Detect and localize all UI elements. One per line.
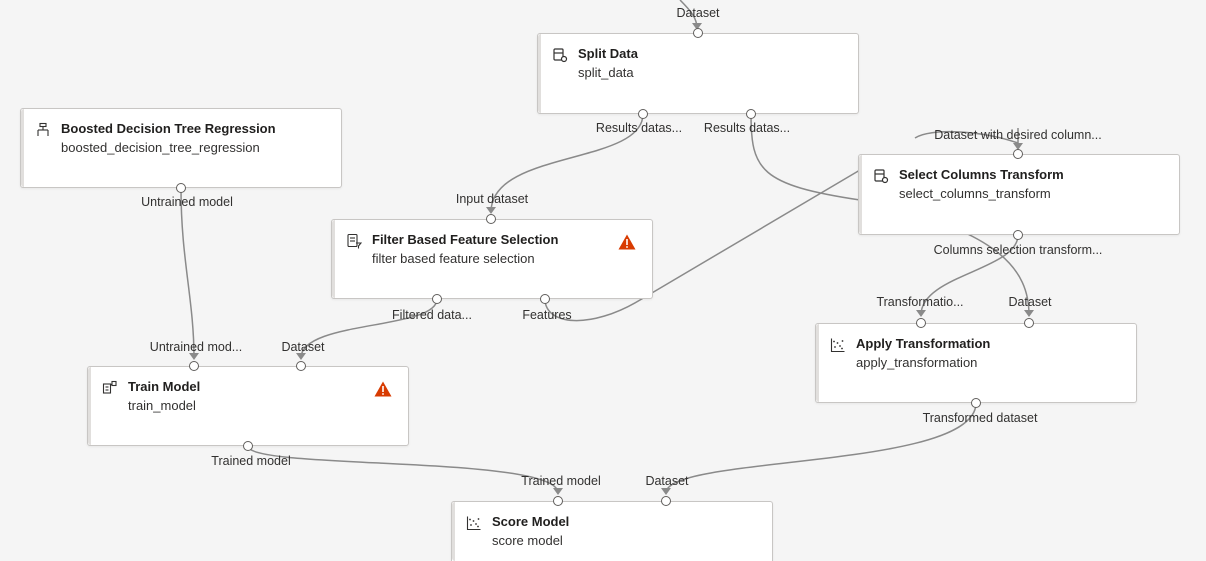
port-label-apply-out: Transformed dataset (922, 411, 1038, 425)
warning-icon[interactable] (618, 234, 636, 250)
node-title: Filter Based Feature Selection (372, 232, 559, 247)
node-subtitle: select_columns_transform (899, 186, 1051, 201)
edge-boosted-to-train (180, 188, 195, 359)
output-port[interactable] (746, 109, 756, 119)
node-apply-transformation[interactable]: Apply Transformation apply_transformatio… (815, 323, 1137, 403)
node-title: Split Data (578, 46, 638, 61)
edge-arrow (296, 353, 306, 360)
port-label-filter-out-1: Filtered data... (392, 308, 472, 322)
train-model-icon (102, 380, 118, 396)
dataset-gear-icon (873, 168, 889, 184)
scatter-plot-icon (830, 337, 846, 353)
input-port[interactable] (693, 28, 703, 38)
edge-arrow (189, 353, 199, 360)
edge-features-to-select (544, 169, 861, 322)
node-title: Boosted Decision Tree Regression (61, 121, 276, 136)
edge-arrow (553, 488, 563, 495)
port-label-split-out-2: Results datas... (703, 121, 791, 135)
input-port[interactable] (661, 496, 671, 506)
warning-icon[interactable] (374, 381, 392, 397)
edge-arrow (692, 23, 702, 30)
output-port[interactable] (540, 294, 550, 304)
port-label-boosted-out: Untrained model (141, 195, 233, 209)
node-subtitle: train_model (128, 398, 196, 413)
port-label-train-in-1: Untrained mod... (149, 340, 243, 354)
node-title: Score Model (492, 514, 570, 529)
port-label-score-in-1: Trained model (521, 474, 601, 488)
scatter-plot-icon (466, 515, 482, 531)
port-label-apply-in-2: Dataset (1008, 295, 1052, 309)
output-port[interactable] (971, 398, 981, 408)
edge-select-to-apply-transform (920, 234, 1019, 316)
node-train-model[interactable]: Train Model train_model (87, 366, 409, 446)
node-filter-feature-selection[interactable]: Filter Based Feature Selection filter ba… (331, 219, 653, 299)
edge-arrow (1013, 143, 1023, 150)
output-port[interactable] (638, 109, 648, 119)
output-port[interactable] (1013, 230, 1023, 240)
input-port[interactable] (486, 214, 496, 224)
port-label-apply-in-1: Transformatio... (876, 295, 964, 309)
port-label-filter-out-2: Features (522, 308, 572, 322)
filter-list-icon (346, 233, 362, 249)
edge-arrow (1024, 310, 1034, 317)
edge-select-in-loop (914, 130, 1019, 144)
input-port[interactable] (1013, 149, 1023, 159)
port-label-select-in: Dataset with desired column... (934, 128, 1102, 142)
node-subtitle: score model (492, 533, 563, 548)
port-label-train-in-2: Dataset (281, 340, 325, 354)
port-label-split-input: Dataset (676, 6, 720, 20)
input-port[interactable] (1024, 318, 1034, 328)
node-title: Apply Transformation (856, 336, 991, 351)
edge-apply-to-score (665, 402, 977, 494)
edge-train-to-score (247, 445, 559, 494)
tree-icon (35, 122, 51, 138)
edge-split-to-select-apply (750, 113, 861, 201)
port-label-split-out-1: Results datas... (595, 121, 683, 135)
edge-filter-to-train (300, 298, 438, 359)
edge-split-to-filter (490, 113, 644, 213)
node-score-model[interactable]: Score Model score model (451, 501, 773, 561)
port-label-score-in-2: Dataset (645, 474, 689, 488)
node-subtitle: filter based feature selection (372, 251, 535, 266)
node-boosted-decision-tree[interactable]: Boosted Decision Tree Regression boosted… (20, 108, 342, 188)
node-split-data[interactable]: Split Data split_data (537, 33, 859, 114)
edge-arrow (661, 488, 671, 495)
input-port[interactable] (916, 318, 926, 328)
node-title: Select Columns Transform (899, 167, 1064, 182)
node-subtitle: split_data (578, 65, 634, 80)
node-select-columns-transform[interactable]: Select Columns Transform select_columns_… (858, 154, 1180, 235)
edge-arrow (486, 207, 496, 214)
node-subtitle: boosted_decision_tree_regression (61, 140, 260, 155)
output-port[interactable] (176, 183, 186, 193)
edge-arrow (916, 310, 926, 317)
port-label-filter-in: Input dataset (455, 192, 529, 206)
port-label-select-out: Columns selection transform... (933, 243, 1103, 257)
input-port[interactable] (189, 361, 199, 371)
port-label-train-out: Trained model (211, 454, 291, 468)
input-port[interactable] (553, 496, 563, 506)
node-subtitle: apply_transformation (856, 355, 978, 370)
input-port[interactable] (296, 361, 306, 371)
node-title: Train Model (128, 379, 201, 394)
output-port[interactable] (432, 294, 442, 304)
output-port[interactable] (243, 441, 253, 451)
dataset-gear-icon (552, 47, 568, 63)
